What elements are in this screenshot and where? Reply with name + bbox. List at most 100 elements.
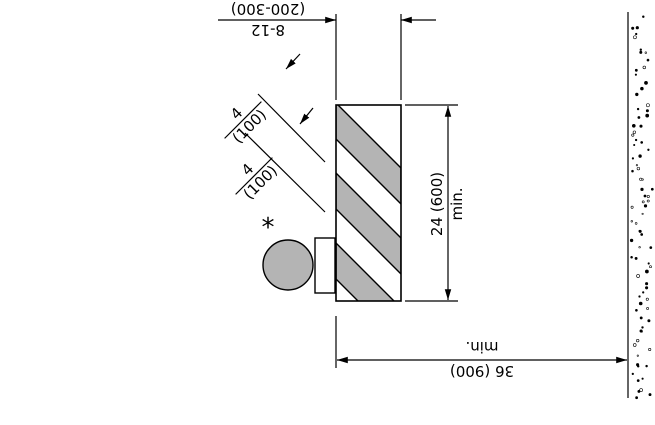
wall-speck [631,26,635,30]
asterisk-label: * [262,213,275,243]
wall-speck [631,157,635,160]
wall-speck [642,65,646,70]
wall-speck [647,319,651,323]
stripe-dimensions: 4 (100) 4 (100) [224,53,326,213]
wall-speck [640,141,644,144]
stripe-dim-arrow-2 [299,107,314,125]
wall-speck [646,58,650,62]
wall-speck [635,92,639,97]
wall-speck [636,354,639,357]
width-dimension: min. 36 (900) [337,338,627,380]
wall-speck [639,50,643,54]
wall-speck [645,109,649,113]
wall [627,12,654,400]
button-mount [314,237,336,294]
wall-speck [644,51,647,54]
panel-stripes [336,105,401,301]
panel-outline [335,104,402,302]
wall-speck [639,48,642,51]
wall-speck [647,148,650,151]
wall-speck [630,220,633,223]
wall-speck [638,154,642,158]
wall-speck [640,86,644,91]
stripe-ext-line-2 [244,132,326,213]
wall-speck [642,291,645,294]
wall-speck [634,73,637,76]
wall-speck [635,396,638,400]
wall-speck [639,329,643,333]
wall-speck [643,194,647,198]
wall-speck [631,169,634,173]
wall-speck [630,255,633,259]
wall-speck [631,372,634,376]
stripe-dim1-fraction-bar [224,101,262,139]
wall-speck [630,205,634,209]
height-dim-value: 24 (600) [428,172,446,236]
top-dimension: (200-300) 8-12 [218,0,436,39]
wall-speck [641,178,644,181]
wall-speck [633,35,637,40]
wall-speck [638,295,641,298]
wall-speck [638,229,642,233]
top-dim-imperial: 8-12 [251,21,285,39]
wall-speck [649,265,652,269]
wall-speck [634,222,638,225]
wall-speck [639,316,643,320]
wall-speck [636,365,640,368]
wall-speck [646,307,650,310]
width-dim-note: min. [465,338,498,356]
wall-speck [637,116,641,119]
wall-speck [638,246,641,249]
wall-speck [638,301,643,306]
panel-stripe [336,242,395,301]
wall-speck [634,68,638,72]
wall-speck [645,269,649,274]
wall-speck [635,26,639,30]
wall-speck [640,187,644,192]
wall-speck [629,238,634,243]
wall-speck [631,123,636,128]
stripe-dim-arrow-1 [285,53,301,70]
wall-speck [646,199,650,203]
wall-speck [644,81,648,85]
striped-panel [335,104,402,302]
wall-speck [641,326,644,329]
wall-speck [635,308,638,312]
wall-speck [632,130,637,134]
wall-speck [640,233,644,236]
wall-speck [646,195,650,198]
wall-speck [633,143,636,147]
wall-speck [648,347,652,352]
wall-speck [649,246,653,249]
panel-stripe [336,172,401,275]
wall-speck [635,164,638,167]
panel-stripe [336,105,401,205]
height-dim-note: min. [448,187,466,220]
stripe-dim2-fraction-bar [235,157,273,195]
wall-speck [632,343,637,347]
wall-speck [631,133,635,137]
wall-speck [642,15,645,18]
top-dim-metric: (200-300) [231,0,305,18]
wall-speck [648,393,652,397]
wall-speck [637,389,641,393]
wall-speck [634,256,638,260]
wall-speck [646,103,650,108]
wall-speck [634,138,638,142]
wall-speck [650,187,654,191]
push-button [262,239,314,291]
wall-speck [643,204,648,208]
height-dimension: 24 (600) min. [405,104,466,302]
wall-speck [645,297,649,301]
wall-speck [645,286,649,290]
wall-speck [636,339,640,343]
wall-speck [645,282,649,286]
wall-speck [639,388,643,392]
wall-speck [636,274,640,278]
wall-speck [645,364,648,368]
wall-speck [635,32,638,36]
wall-speck [641,377,644,380]
wall-speck [645,113,650,118]
wall-speck [641,212,644,215]
